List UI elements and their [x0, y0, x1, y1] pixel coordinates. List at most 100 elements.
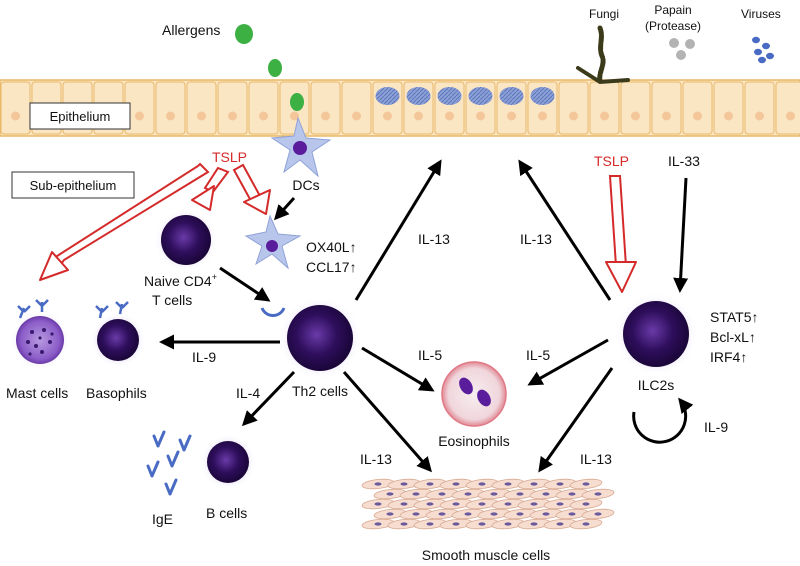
eosinophils-label: Eosinophils — [438, 433, 510, 449]
il13-th2-down-label: IL-13 — [360, 451, 392, 467]
smooth-muscle-layer — [361, 478, 615, 530]
epithelium-label: Epithelium — [50, 109, 111, 124]
epithelial-nucleus — [693, 111, 702, 121]
ige-receptor-icon — [115, 301, 129, 315]
epithelial-cell — [713, 81, 744, 135]
epithelial-nucleus — [600, 111, 609, 121]
tight-junction — [530, 87, 555, 105]
ige-label: IgE — [152, 511, 173, 527]
mast-cell — [10, 299, 70, 370]
il13-ilc2-up-label: IL-13 — [520, 231, 552, 247]
arrow-th2-to-eosinophils — [361, 346, 435, 392]
smooth-muscle-nucleus — [386, 492, 394, 496]
arrow-ilc2-to-epithelium — [518, 159, 612, 301]
smooth-muscle-nucleus — [504, 522, 512, 526]
epithelial-cell — [341, 81, 372, 135]
smooth-muscle-nucleus — [516, 492, 524, 496]
epithelial-cell — [682, 81, 713, 135]
smooth-muscle-nucleus — [386, 512, 394, 516]
tslp-arrow-to-dc — [232, 163, 271, 215]
epithelial-cell — [217, 81, 248, 135]
smooth-muscle-nucleus — [426, 522, 434, 526]
basophils-label: Basophils — [86, 385, 147, 401]
epithelial-nucleus — [290, 111, 299, 121]
tight-junction — [375, 87, 400, 105]
il4-label: IL-4 — [236, 385, 260, 401]
epithelial-nucleus — [786, 111, 795, 121]
ccl17-label: CCL17↑ — [306, 259, 357, 275]
tslp-arrow-to-naive — [191, 166, 230, 211]
epithelial-nucleus — [321, 111, 330, 121]
smooth-muscle-nucleus — [400, 482, 408, 486]
epithelial-cell — [248, 81, 279, 135]
smooth-muscle-nucleus — [582, 522, 590, 526]
epithelial-nucleus — [631, 111, 640, 121]
mast-cells-label: Mast cells — [6, 385, 68, 401]
arrow-ilc2-to-eosinophils — [527, 338, 609, 386]
tslp-left-label: TSLP — [212, 149, 247, 165]
smooth-muscle-nucleus — [504, 482, 512, 486]
th2-label: Th2 cells — [292, 383, 348, 399]
epithelial-nucleus — [352, 111, 361, 121]
smooth-muscle-nucleus — [490, 492, 498, 496]
tight-junction — [406, 87, 431, 105]
smooth-muscle-nucleus — [530, 482, 538, 486]
tslp-arrow-to-mast — [39, 162, 210, 281]
arrow-ilc2-to-smooth-muscle — [538, 367, 614, 473]
smooth-muscle-nucleus — [542, 492, 550, 496]
epithelial-nucleus — [166, 111, 175, 121]
b-cells-label: B cells — [206, 505, 247, 521]
smooth-muscle-nucleus — [568, 512, 576, 516]
arrow-th2-to-smooth-muscle — [342, 371, 432, 473]
ige-receptor-icon — [35, 299, 49, 312]
smooth-muscle-nucleus — [374, 522, 382, 526]
smooth-muscle-nucleus — [490, 512, 498, 516]
smooth-muscle-nucleus — [530, 522, 538, 526]
il13-ilc2-down-label: IL-13 — [580, 451, 612, 467]
allergen-particle — [290, 93, 304, 111]
arrow-dc-to-dc — [273, 196, 296, 221]
epithelial-nucleus — [476, 111, 485, 121]
epithelial-nucleus — [538, 111, 547, 121]
smooth-muscle-nucleus — [478, 502, 486, 506]
epithelial-nucleus — [414, 111, 423, 121]
ige-antibodies-icon — [146, 430, 192, 496]
epithelium-label-box: Epithelium — [29, 102, 131, 130]
naive-cd4-label: Naive CD4+ — [144, 272, 217, 289]
allergen-particle — [268, 59, 282, 77]
smooth-muscle-nucleus — [478, 522, 486, 526]
il9-th2-label: IL-9 — [192, 349, 216, 365]
il13-th2-up-label: IL-13 — [418, 231, 450, 247]
smooth-muscle-nucleus — [516, 512, 524, 516]
ilc2-cell — [614, 292, 698, 376]
papain-icon — [669, 38, 695, 60]
virus-icon — [752, 36, 774, 64]
epithelial-cell — [310, 81, 341, 135]
protease-label: (Protease) — [645, 19, 701, 33]
smooth-muscle-nucleus — [568, 492, 576, 496]
arrow-naive-to-th2 — [219, 266, 271, 302]
smooth-muscle-nucleus — [582, 482, 590, 486]
epithelial-cell — [744, 81, 775, 135]
basophil-cell — [90, 301, 146, 368]
epithelial-cell — [651, 81, 682, 135]
smooth-muscle-nucleus — [452, 522, 460, 526]
epithelial-cell — [155, 81, 186, 135]
epithelial-cell — [186, 81, 217, 135]
epithelial-nucleus — [755, 111, 764, 121]
epithelial-nucleus — [259, 111, 268, 121]
bclxl-label: Bcl-xL↑ — [710, 329, 756, 345]
ox40l-label: OX40L↑ — [306, 239, 357, 255]
sub-epithelium-label: Sub-epithelium — [30, 178, 117, 193]
smooth-muscle-nucleus — [556, 482, 564, 486]
dcs-label: DCs — [292, 177, 319, 193]
smooth-muscle-nucleus — [438, 492, 446, 496]
epithelial-nucleus — [724, 111, 733, 121]
tight-junction — [468, 87, 493, 105]
epithelial-nucleus — [11, 111, 20, 121]
smooth-muscle-nucleus — [542, 512, 550, 516]
b-cell — [200, 434, 256, 490]
tslp-arrow-to-ilc2 — [605, 175, 637, 293]
arrow-th2-to-bcells — [241, 370, 296, 427]
smooth-muscle-nucleus — [504, 502, 512, 506]
